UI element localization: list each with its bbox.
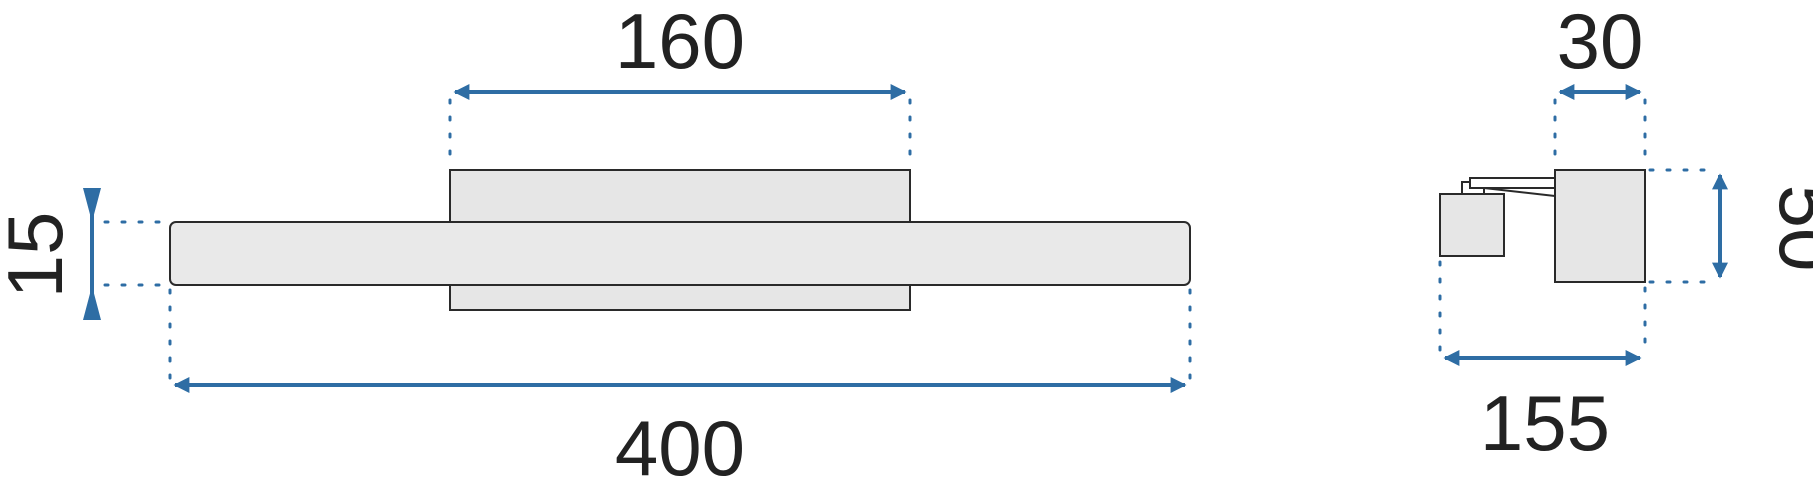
dim-label-30: 30 [1557, 0, 1644, 85]
mount-plate-top [449, 169, 911, 223]
dim-label-15: 15 [0, 212, 79, 299]
dim-label-155: 155 [1480, 379, 1610, 467]
arm [1469, 177, 1556, 189]
dim-label-400: 400 [615, 404, 745, 480]
dim-arrow-15-head-top [83, 188, 101, 222]
mount-plate-bottom [449, 284, 911, 311]
dim-label-160: 160 [615, 0, 745, 85]
dim-arrow-15-head-bottom [83, 286, 101, 320]
dim-label-50: 50 [1763, 185, 1813, 272]
lamp-head [1554, 169, 1646, 283]
wall-mount-block [1439, 193, 1505, 257]
front-view: 160 400 15 [0, 0, 1192, 480]
side-view: 30 155 50 [1438, 0, 1813, 467]
light-bar [169, 221, 1191, 286]
